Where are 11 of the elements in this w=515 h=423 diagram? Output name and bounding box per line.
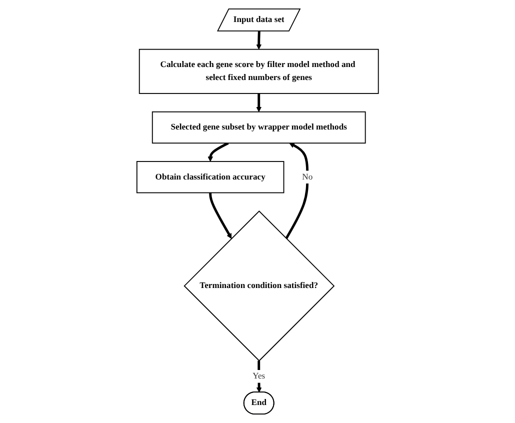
node-diamond: Termination condition satisfied? <box>184 210 334 362</box>
node-box: Calculate each gene score by filter model method and select fixed numbers of genes <box>138 48 379 94</box>
arrow <box>208 192 232 239</box>
edge-label: Yes <box>252 372 265 381</box>
arrow <box>256 31 262 50</box>
edge-label: No <box>302 172 313 182</box>
node-box: Obtain classification accuracy <box>136 161 284 194</box>
node-box: Selected gene subset by wrapper model methods <box>152 111 366 144</box>
arrow <box>208 142 229 162</box>
arrow <box>256 93 262 112</box>
arrow <box>285 142 308 240</box>
